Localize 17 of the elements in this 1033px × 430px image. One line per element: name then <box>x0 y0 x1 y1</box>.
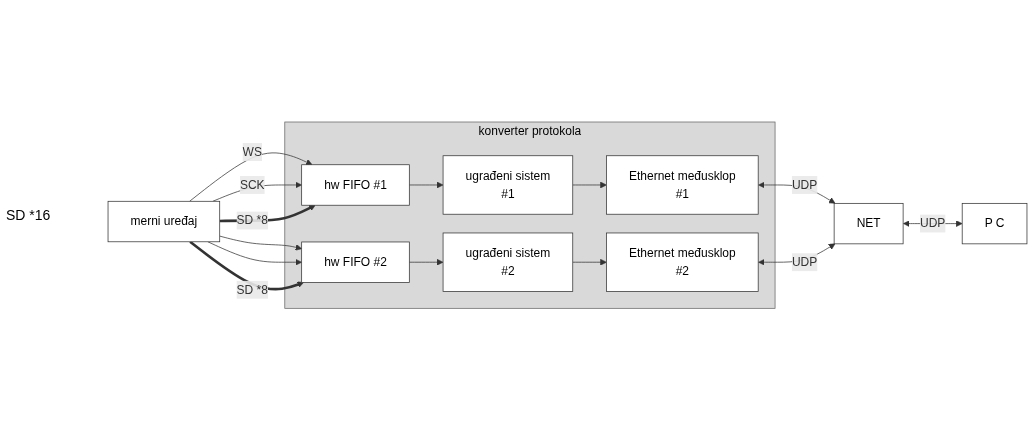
edge-label: UDP <box>919 216 946 230</box>
edge-label: SD *8 <box>236 213 268 227</box>
edge-label: SCK <box>239 178 265 191</box>
node-box: Ethernet međusklop #2 <box>606 232 759 292</box>
node-box: hw FIFO #1 <box>301 164 410 206</box>
node-box: P C <box>961 202 1028 245</box>
signal-label: SD *16 <box>6 207 52 223</box>
edge-label: SD *8 <box>236 282 268 296</box>
node-box: NET <box>833 202 904 245</box>
edge-label: UDP <box>791 255 818 269</box>
node-box: ugrađeni sistem #1 <box>442 155 574 215</box>
node-box: ugrađeni sistem #2 <box>442 232 574 292</box>
edge-label: UDP <box>791 178 818 191</box>
node-box: hw FIFO #2 <box>301 241 410 283</box>
node-box: merni uređaj <box>107 200 221 242</box>
node-box: Ethernet međusklop #1 <box>606 155 759 215</box>
edge-label: WS <box>242 145 262 158</box>
